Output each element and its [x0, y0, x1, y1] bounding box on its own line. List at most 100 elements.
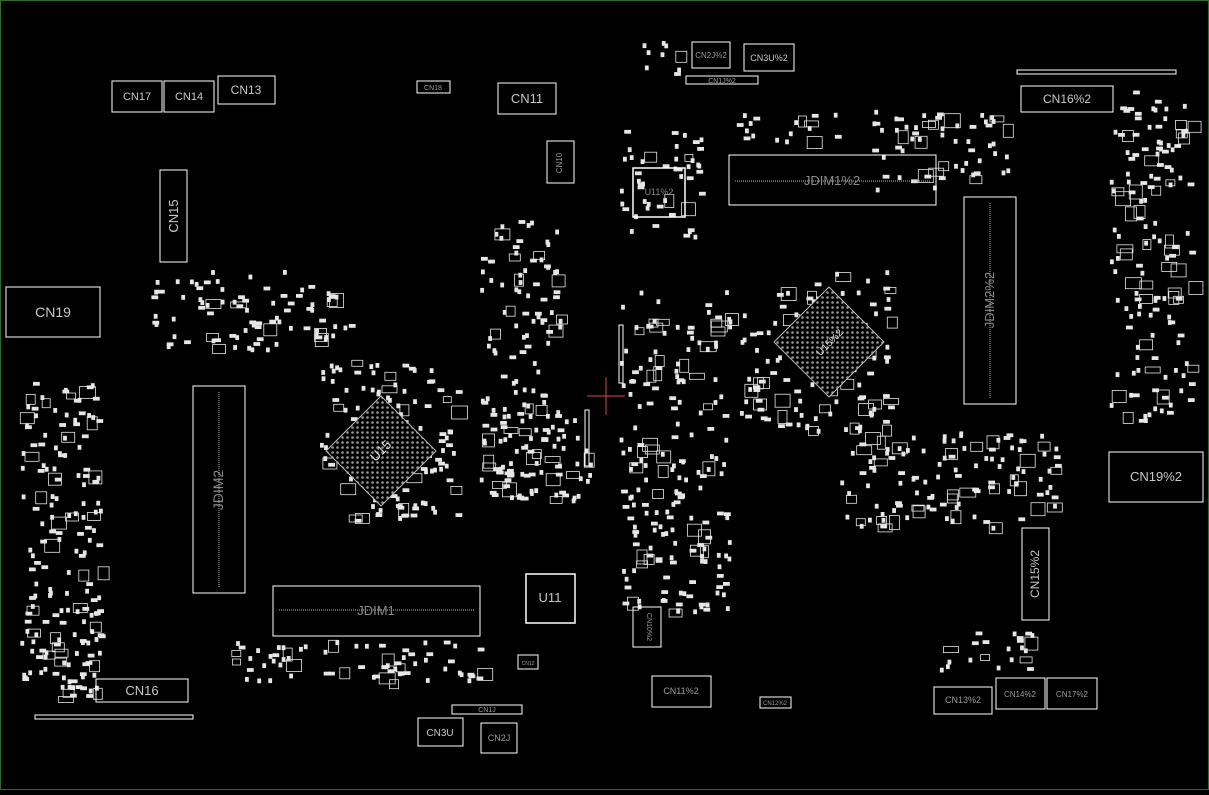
smd-component [1129, 313, 1134, 319]
connector-cn3u[interactable] [417, 717, 464, 747]
smd-component [52, 671, 60, 676]
dimm-slot-jdim1-2[interactable] [728, 154, 937, 206]
smd-component [331, 368, 336, 374]
smd-component [891, 442, 908, 455]
smd-component [67, 679, 72, 685]
chip-u11[interactable] [525, 573, 576, 624]
connector-cn19-2[interactable] [1108, 451, 1204, 503]
smd-component [639, 290, 644, 296]
label-cn12-2: CN12%2 [763, 701, 788, 707]
connector-cn2j-2[interactable] [691, 41, 731, 69]
smd-component [1139, 339, 1153, 351]
smd-component [775, 357, 780, 363]
smd-component [672, 463, 676, 469]
smd-component [707, 309, 711, 315]
smd-component [402, 388, 407, 394]
dimm-slot-jdim2[interactable] [192, 385, 246, 594]
smd-component [442, 396, 452, 404]
connector-cn11[interactable] [497, 82, 557, 115]
smd-component [646, 369, 657, 383]
smd-component [230, 301, 248, 309]
smd-component [886, 316, 898, 329]
smd-component [660, 52, 665, 58]
smd-component [52, 613, 60, 618]
smd-component [485, 396, 490, 402]
label-cn18: CN18 [424, 85, 442, 92]
smd-component [786, 290, 790, 296]
connector-cn10-2[interactable] [632, 606, 662, 648]
smd-component [813, 416, 818, 422]
smd-component [716, 574, 724, 578]
smd-component [654, 510, 659, 516]
smd-component [886, 297, 891, 302]
smd-component [1020, 645, 1024, 651]
smd-component [1161, 261, 1178, 272]
label-cn17-2: CN17%2 [1056, 690, 1089, 699]
smd-component [200, 300, 205, 306]
connector-cn14[interactable] [163, 80, 215, 113]
connector-cn19[interactable] [5, 286, 101, 338]
smd-component [73, 422, 80, 427]
smd-component [514, 273, 524, 287]
label-cn14: CN14 [175, 91, 203, 103]
connector-cn1j[interactable] [451, 704, 523, 715]
connector-cn12-2[interactable] [759, 696, 792, 709]
smd-component [975, 631, 983, 636]
label-cn19-2: CN19%2 [1130, 469, 1182, 484]
smd-component [319, 318, 327, 323]
connector-cn13-2[interactable] [933, 686, 993, 715]
connector-cn10[interactable] [546, 140, 575, 184]
smd-component [703, 403, 713, 411]
connector-cn12[interactable] [517, 654, 539, 670]
smd-component [562, 433, 566, 439]
dimm-slot-jdim1[interactable] [272, 585, 481, 637]
smd-component [263, 323, 278, 337]
smd-component [36, 655, 43, 659]
smd-component [945, 448, 958, 460]
smd-component [653, 349, 658, 355]
smd-component [509, 355, 517, 360]
smd-component [533, 282, 540, 287]
smd-component [753, 116, 761, 121]
smd-component [354, 643, 359, 649]
smd-component [35, 491, 48, 505]
smd-component [522, 334, 526, 340]
connector-cn14-2[interactable] [995, 677, 1046, 710]
smd-component [96, 475, 101, 481]
dimm-slot-jdim2-2[interactable] [963, 196, 1017, 405]
connector-cn18[interactable] [416, 80, 451, 94]
smd-component [429, 468, 434, 474]
connector-cn15-2[interactable] [1021, 527, 1050, 621]
connector-cn16-2[interactable] [1020, 85, 1114, 113]
smd-component [512, 245, 520, 250]
connector-cn15[interactable] [159, 169, 188, 263]
smd-component [1189, 250, 1197, 255]
connector-cn11-2[interactable] [651, 675, 712, 708]
bga-chip-u15[interactable] [325, 395, 437, 507]
smd-component [743, 113, 747, 118]
smd-component [246, 668, 254, 672]
smd-component [272, 653, 280, 658]
smd-component [622, 601, 630, 606]
smd-component [1125, 277, 1142, 290]
smd-component [1188, 382, 1196, 387]
smd-component [988, 522, 1003, 535]
connector-cn13[interactable] [217, 75, 276, 105]
connector-cn2j[interactable] [480, 722, 518, 754]
connector-cn17-2[interactable] [1046, 677, 1098, 710]
connector-cn16[interactable] [95, 678, 189, 703]
smd-component [747, 376, 752, 382]
connector-cn3u-2[interactable] [743, 43, 795, 72]
smd-component [1027, 667, 1034, 671]
connector-cn17[interactable] [111, 80, 163, 113]
bga-chip-u15-2[interactable] [773, 286, 885, 398]
smd-component [668, 608, 683, 618]
smd-component [646, 401, 654, 406]
connector-cn1j-2[interactable] [685, 75, 759, 85]
smd-component [398, 516, 403, 521]
smd-component [637, 443, 645, 447]
chip-u11-2[interactable] [632, 167, 686, 218]
smd-component [1115, 297, 1120, 303]
smd-component [677, 399, 682, 405]
smd-component [646, 201, 651, 207]
